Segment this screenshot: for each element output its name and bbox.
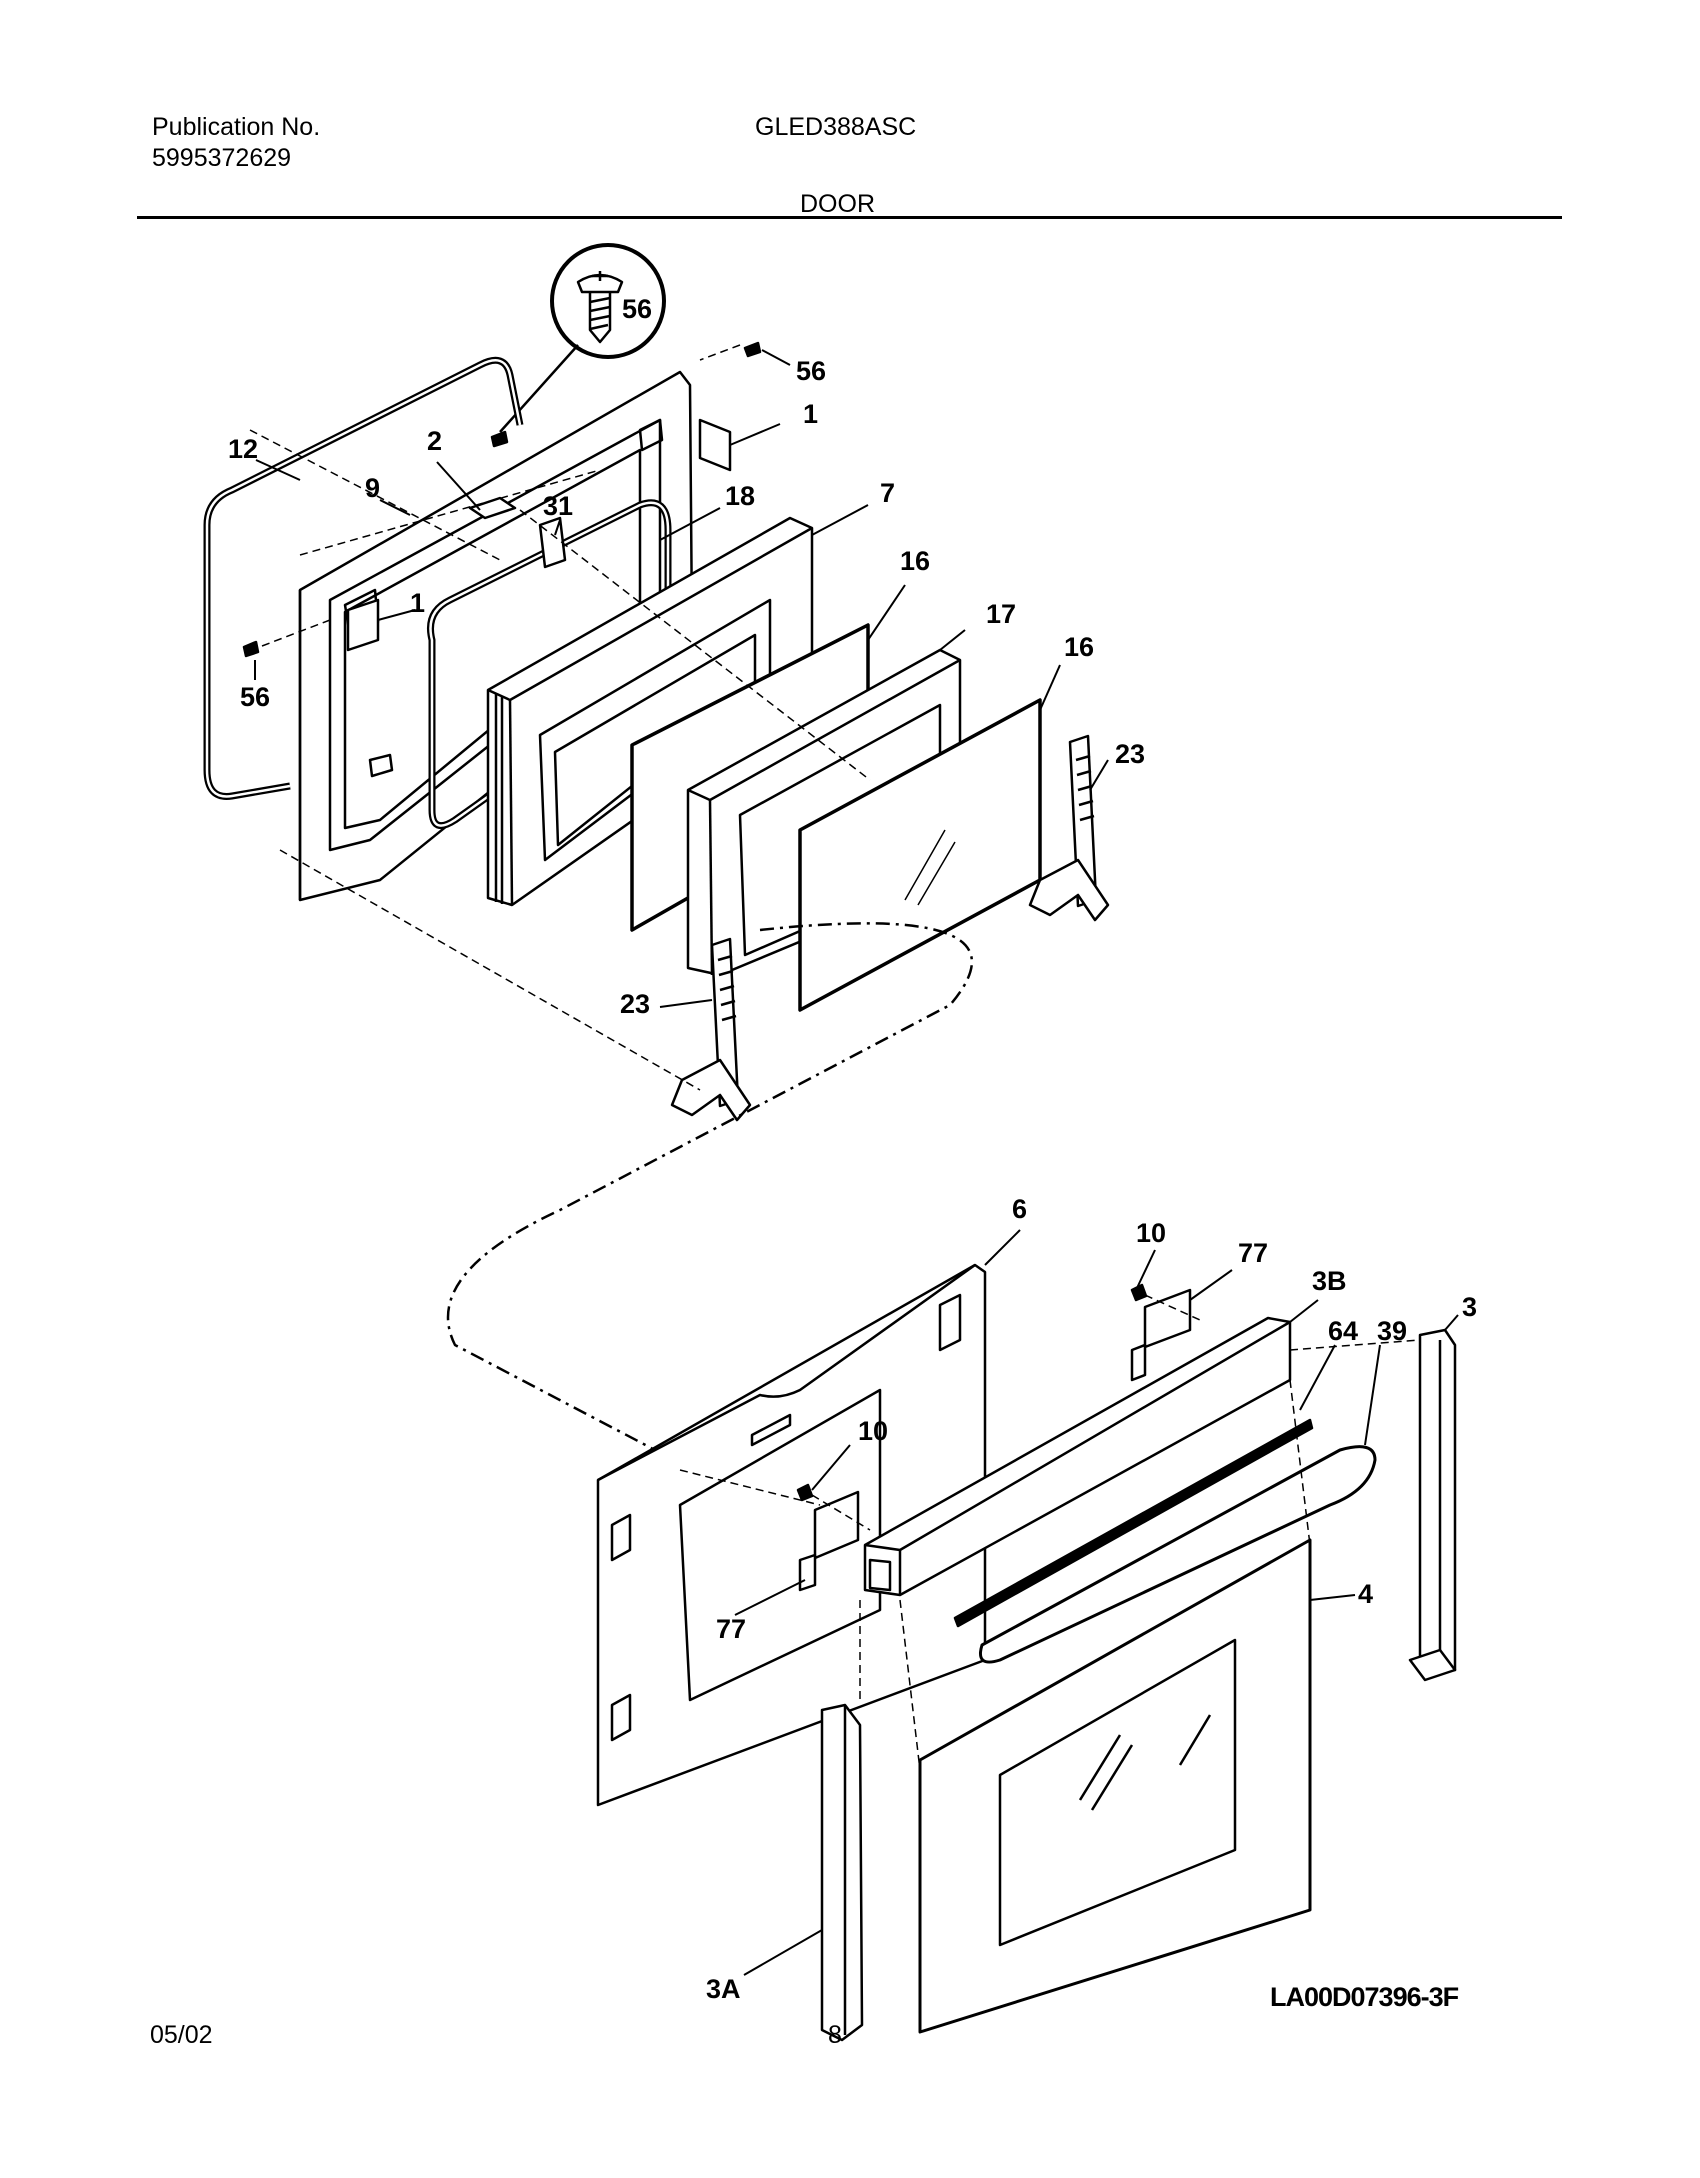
part-6-inner-panel	[596, 1263, 987, 1807]
callout-17: 17	[986, 599, 1016, 629]
part-39-handle	[979, 1445, 1377, 1664]
callout-77-mid: 77	[716, 1614, 746, 1644]
callout-3B: 3B	[1312, 1266, 1347, 1296]
header-rule	[137, 216, 1562, 219]
callout-64: 64	[1328, 1316, 1358, 1346]
callout-10-top: 10	[1136, 1218, 1166, 1248]
callout-6: 6	[1012, 1194, 1027, 1224]
callout-10-mid: 10	[858, 1416, 888, 1446]
callout-3A: 3A	[706, 1974, 741, 2004]
callout-23-right: 23	[1115, 739, 1145, 769]
callout-9: 9	[365, 473, 380, 503]
part-1-bracket-top	[698, 418, 732, 472]
part-77-bracket-mid-tab	[798, 1553, 817, 1592]
callout-56-left: 56	[240, 682, 270, 712]
callout-leaders	[254, 349, 1459, 1976]
callout-labels: 56 56 1 12 2 9 31 18 7 1 16 17 16 56 23 …	[228, 294, 1477, 2004]
assembly-path-lower	[679, 1294, 1421, 1771]
callout-2: 2	[427, 426, 442, 456]
callout-12: 12	[228, 434, 258, 464]
callout-56-detail: 56	[622, 294, 652, 324]
callout-77-top: 77	[1238, 1238, 1268, 1268]
part-4-outer-door	[918, 1538, 1312, 2034]
screw-56-detail-target	[490, 430, 509, 448]
section-title: DOOR	[800, 190, 875, 218]
callout-18: 18	[725, 481, 755, 511]
publication-number: 5995372629	[152, 144, 292, 172]
callout-39: 39	[1377, 1316, 1407, 1346]
callout-16-a: 16	[900, 546, 930, 576]
callout-23-left: 23	[620, 989, 650, 1019]
callout-1-left: 1	[410, 588, 425, 618]
callout-31: 31	[543, 491, 573, 521]
glass-highlight	[904, 829, 956, 906]
callout-16-b: 16	[1064, 632, 1094, 662]
part-77-bracket-top-tab	[1130, 1343, 1147, 1382]
part-12-gasket	[203, 356, 524, 800]
part-10-screw-top	[1130, 1283, 1148, 1302]
page-number: 8	[828, 2021, 842, 2049]
part-1-bracket-left	[346, 598, 380, 652]
callout-56-top: 56	[796, 356, 826, 386]
screw-56-top	[743, 341, 762, 358]
callout-4: 4	[1358, 1579, 1373, 1609]
assembly-path-upper	[249, 344, 871, 1091]
screw-56-left	[242, 640, 260, 658]
model-number: GLED388ASC	[755, 113, 917, 141]
publication-label: Publication No.	[152, 113, 321, 141]
part-23-hinge-left	[670, 937, 752, 1122]
part-77-bracket-top	[1143, 1288, 1192, 1349]
part-10-screw-mid	[796, 1483, 814, 1502]
part-3A-left-trim	[820, 1703, 864, 2042]
part-64-seal-strip	[953, 1418, 1314, 1628]
callout-7: 7	[880, 478, 895, 508]
drawing-code: LA00D07396-3F	[1270, 1982, 1459, 2012]
part-23-hinge-right	[1028, 734, 1110, 922]
callout-3: 3	[1462, 1292, 1477, 1322]
part-77-bracket-mid	[813, 1490, 860, 1560]
screw-detail-callout	[499, 243, 666, 433]
footer-date: 05/02	[150, 2021, 213, 2049]
callout-1-top: 1	[803, 399, 818, 429]
part-3-right-trim	[1408, 1328, 1457, 1682]
